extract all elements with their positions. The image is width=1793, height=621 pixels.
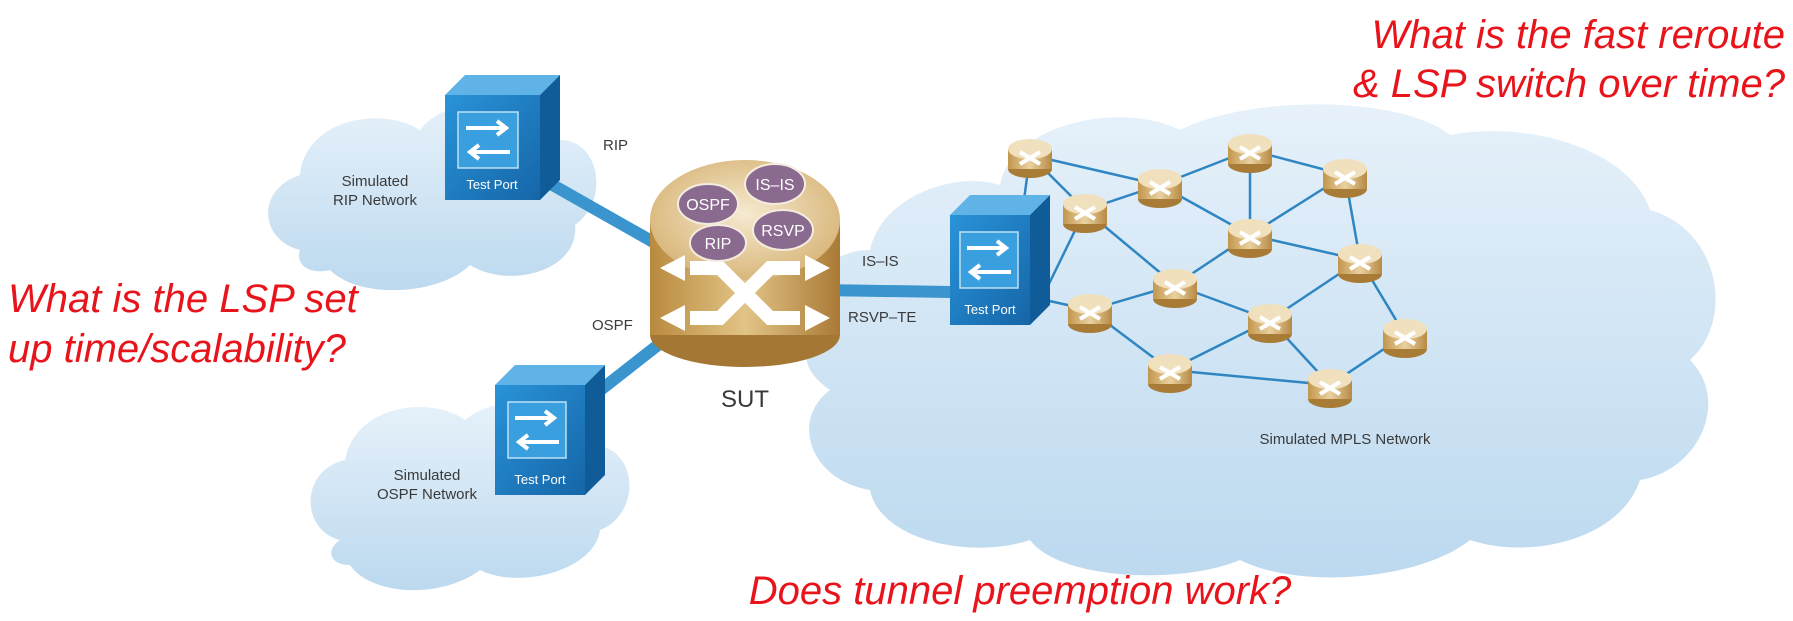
mpls-router-10 [1248, 304, 1292, 343]
test-port-mpls-label: Test Port [964, 302, 1016, 317]
link-label-ospf: OSPF [592, 317, 633, 334]
mpls-router-13 [1308, 369, 1352, 408]
mpls-router-12 [1148, 354, 1192, 393]
question-lsp-setup-line1: What is the LSP set [8, 277, 360, 321]
link-label-rsvp-te: RSVP–TE [848, 309, 916, 326]
link-isis-rsvp [814, 284, 956, 298]
sut-protocol-ospf: OSPF [686, 197, 730, 214]
mpls-router-8 [1338, 244, 1382, 283]
link-label-rip: RIP [603, 137, 628, 154]
test-port-ospf: Test Port [495, 365, 605, 495]
sut-label: SUT [721, 386, 769, 413]
mpls-router-3 [1138, 169, 1182, 208]
test-port-rip: Test Port [445, 75, 560, 200]
cloud-rip-label-line1: Simulated [342, 173, 409, 190]
question-lsp-setup-line2: up time/scalability? [8, 327, 347, 371]
question-fast-reroute-line2: & LSP switch over time? [1353, 62, 1786, 106]
mpls-router-1 [1008, 139, 1052, 178]
sut-protocol-rip: RIP [705, 236, 732, 253]
mpls-router-9 [1068, 294, 1112, 333]
cloud-mpls-label: Simulated MPLS Network [1260, 431, 1431, 448]
mpls-router-6 [1228, 219, 1272, 258]
mpls-router-7 [1153, 269, 1197, 308]
mpls-routers [1008, 134, 1427, 408]
test-port-mpls: Test Port [950, 195, 1050, 325]
test-port-ospf-label: Test Port [514, 472, 566, 487]
mpls-router-11 [1383, 319, 1427, 358]
question-preemption: Does tunnel preemption work? [749, 569, 1292, 613]
question-fast-reroute-line1: What is the fast reroute [1371, 13, 1785, 57]
sut-protocol-isis: IS–IS [755, 177, 794, 194]
sut-protocol-rsvp: RSVP [761, 223, 805, 240]
sut-switch-arrows [690, 261, 800, 325]
sut-router: OSPF IS–IS RIP RSVP [650, 160, 840, 367]
cloud-ospf-label-line1: Simulated [394, 467, 461, 484]
sut-protocol-badges: OSPF IS–IS RIP RSVP [677, 163, 814, 262]
cloud-rip-label-line2: RIP Network [333, 192, 417, 209]
test-port-rip-label: Test Port [466, 177, 518, 192]
mpls-router-5 [1323, 159, 1367, 198]
mpls-router-4 [1228, 134, 1272, 173]
link-label-isis: IS–IS [862, 253, 899, 270]
mpls-router-2 [1063, 194, 1107, 233]
cloud-ospf-label-line2: OSPF Network [377, 486, 478, 503]
